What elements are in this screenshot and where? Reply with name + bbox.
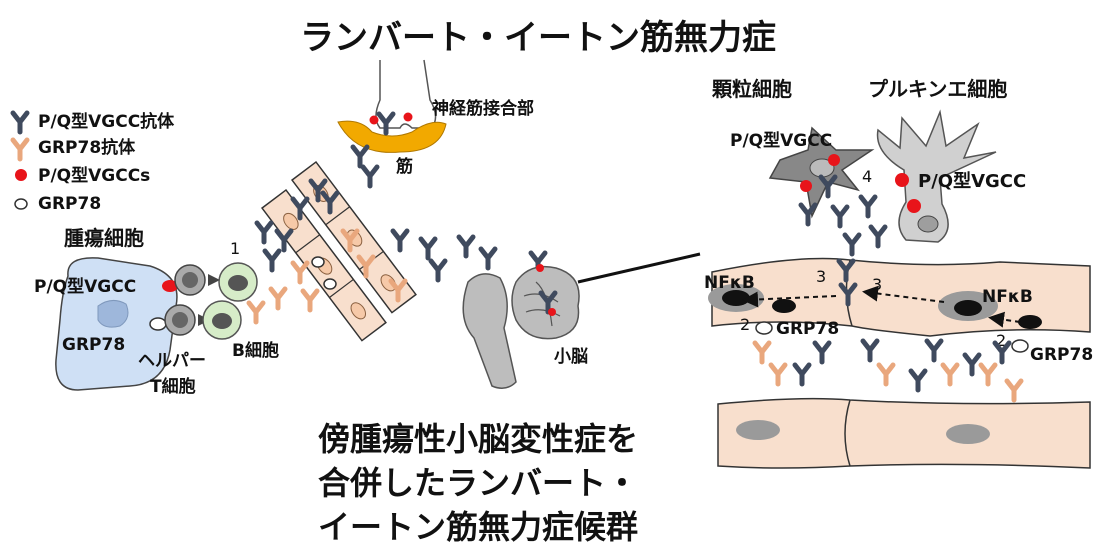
step-1-label: 1: [230, 239, 240, 258]
grp78-antibody-icon: [249, 303, 263, 322]
helper-t-label: ヘルパー: [138, 351, 206, 371]
brainstem: [462, 273, 517, 389]
nmj-vgcc-dot: [403, 112, 413, 122]
grp78-antibody-icon: [981, 365, 995, 384]
vgcc-antibody-icon: [795, 365, 809, 384]
legend: P/Q型VGCC抗体 GRP78抗体 P/Q型VGCCs GRP78: [13, 111, 175, 214]
granule-vgcc-label: P/Q型VGCC: [730, 130, 832, 151]
nfkb-right-label: NFκB: [982, 287, 1033, 307]
vessel: [260, 188, 387, 342]
nerve-terminal: [375, 59, 437, 129]
vgcc-antibody-icon: [431, 261, 445, 280]
immune-cells: 1 ヘルパー T細胞 B細胞: [138, 239, 279, 397]
nfkb-arrow: [862, 285, 945, 303]
tumor-grp78-dot: [149, 317, 167, 331]
vgcc-antibody-legend-icon: [13, 113, 27, 132]
purkinje-cell: [876, 109, 997, 243]
muscle-label: 筋: [395, 156, 413, 177]
vgcc-antibody-icon: [927, 341, 941, 360]
grp78-dot: [755, 321, 773, 335]
neuromuscular-junction: 神経筋接合部 筋: [337, 59, 534, 177]
cerebellum-vgcc-dot: [536, 264, 544, 272]
vgcc-antibody-icon: [863, 341, 877, 360]
grp78-antibody-icon: [943, 365, 957, 384]
vgcc-antibody-icon: [845, 235, 859, 254]
grp78-antibody-icon: [1007, 381, 1021, 400]
legend-vgccs: P/Q型VGCCs: [38, 165, 150, 186]
grp78-antibody-icon: [771, 365, 785, 384]
cerebellum: 小脳: [462, 264, 588, 389]
granule-cell-label: 顆粒細胞: [712, 77, 792, 101]
vgcc-antibody-icon: [459, 237, 473, 256]
cerebellum-label: 小脳: [554, 347, 588, 367]
tumor-grp78-label: GRP78: [62, 335, 125, 355]
tumor-nucleus: [97, 300, 129, 328]
grp78-dot: [323, 278, 337, 290]
nmj-antibody-icon: [353, 147, 367, 166]
tumor-vgcc-label: P/Q型VGCC: [34, 276, 136, 297]
step-4-label: 4: [862, 167, 872, 186]
vgcc-antibody-icon: [861, 197, 875, 216]
caption: 傍腫瘍性小脳変性症を 合併したランバート・ イートン筋無力症候群: [318, 420, 638, 546]
vgcc-antibody-icon: [911, 371, 925, 390]
vgcc-antibody-icon: [265, 251, 279, 270]
nmj-vgcc-dot: [369, 115, 379, 125]
legend-vgcc-antibody: P/Q型VGCC抗体: [38, 111, 175, 132]
vgcc-antibody-icon: [481, 249, 495, 268]
grp78-antibody-icon: [271, 289, 285, 308]
vgcc-legend-dot: [15, 169, 27, 181]
caption-line-2: 合併したランバート・: [318, 464, 638, 502]
grp78-dot: [311, 256, 325, 268]
caption-line-3: イートン筋無力症候群: [318, 508, 638, 546]
endothelium: NFκB NFκB 3 3 2 2 GRP78 GRP78: [704, 257, 1093, 469]
tumor-cell-label: 腫瘍細胞: [64, 226, 144, 250]
grp78-antibody-icon: [879, 365, 893, 384]
vgcc-antibody-icon: [833, 207, 847, 226]
b-cell-label: B細胞: [232, 340, 279, 361]
step-2b-label: 2: [996, 331, 1006, 350]
muscle-shape: [337, 120, 447, 153]
step-3b-label: 3: [872, 275, 882, 294]
vgcc-dot: [907, 199, 921, 213]
vgcc-antibody-icon: [363, 167, 377, 186]
step-2a-label: 2: [740, 315, 750, 334]
tumor-vgcc-dot: [162, 280, 178, 292]
grp78-left-label: GRP78: [776, 319, 839, 339]
vgcc-dot: [800, 180, 812, 192]
vgcc-dot: [895, 173, 909, 187]
grp78-dot: [1011, 339, 1029, 353]
vgcc-antibody-icon: [257, 223, 271, 242]
grp78-arrow: [988, 311, 1021, 328]
page-title: ランバート・イートン筋無力症: [300, 18, 776, 58]
zoom-connector: [577, 252, 701, 284]
grp78-antibody-icon: [303, 291, 317, 310]
endothelial-cell: [717, 397, 1091, 469]
nfkb-left-label: NFκB: [704, 273, 755, 293]
grp78-antibody-icon: [293, 263, 307, 282]
grp78-right-label: GRP78: [1030, 345, 1093, 365]
vgcc-antibody-icon: [421, 239, 435, 258]
vgcc-antibody-icon: [815, 343, 829, 362]
legend-grp78-antibody: GRP78抗体: [38, 137, 136, 158]
nmj-label: 神経筋接合部: [432, 98, 534, 119]
antibodies-left: [249, 167, 545, 322]
cerebellar-cells: 顆粒細胞 プルキンエ細胞 P/Q型VGCC P/Q型VGCC 4: [712, 77, 1026, 254]
purkinje-cell-label: プルキンエ細胞: [868, 77, 1007, 101]
grp78-antibody-icon: [755, 343, 769, 362]
vgcc-antibody-icon: [965, 355, 979, 374]
nfkb-arrow: [742, 291, 837, 308]
vgcc-dot: [828, 154, 840, 166]
legend-grp78: GRP78: [38, 194, 101, 214]
vgcc-antibody-icon: [871, 227, 885, 246]
purkinje-vgcc-label: P/Q型VGCC: [918, 170, 1026, 192]
tumor-cell: 腫瘍細胞 P/Q型VGCC GRP78: [34, 226, 178, 391]
grp78-antibody-legend-icon: [13, 140, 27, 159]
cerebellum-vgcc-dot: [548, 308, 556, 316]
vgcc-antibody-icon: [393, 231, 407, 250]
step-3a-label: 3: [816, 267, 826, 286]
caption-line-1: 傍腫瘍性小脳変性症を: [318, 420, 638, 458]
helper-t-label-2: T細胞: [150, 376, 196, 397]
grp78-legend-dot: [14, 198, 28, 210]
